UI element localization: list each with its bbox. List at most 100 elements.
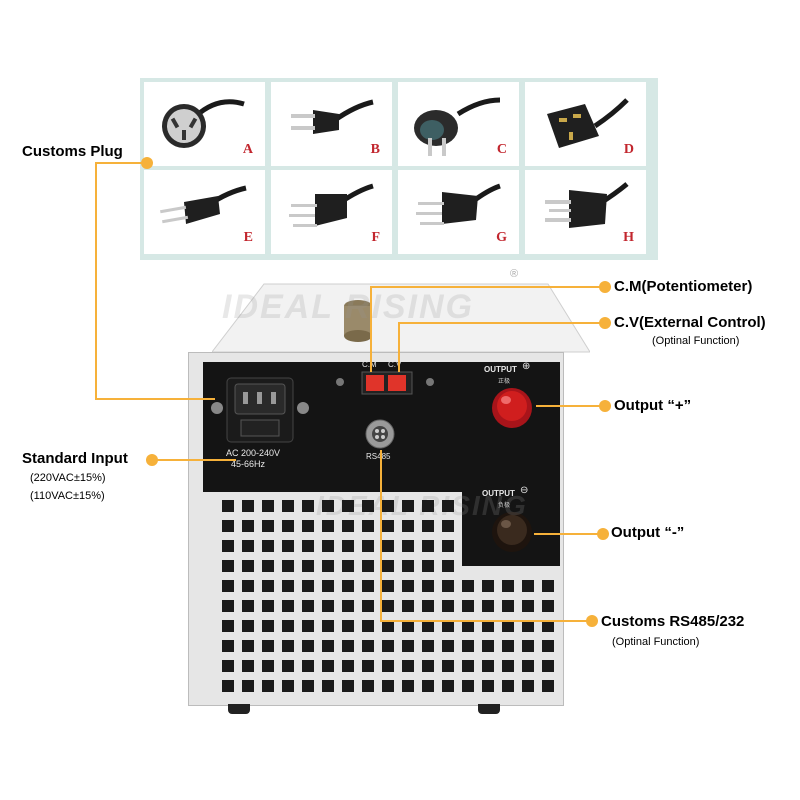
vent-hole [442, 580, 454, 592]
vent-hole [242, 580, 254, 592]
standard-input-220v: (220VAC±15%) [30, 472, 106, 484]
rs485-optional-note: (Optinal Function) [612, 636, 700, 648]
output-positive-callout: Output “+” [614, 397, 692, 414]
vent-hole [442, 620, 454, 632]
connector-line [380, 450, 382, 622]
vent-hole [322, 600, 334, 612]
customs-plug-label: Customs Plug [22, 143, 123, 160]
vent-hole [382, 500, 394, 512]
vent-hole [282, 500, 294, 512]
cm-dot [599, 281, 611, 293]
vent-hole [262, 600, 274, 612]
vent-hole [242, 520, 254, 532]
vent-hole [222, 580, 234, 592]
vent-hole [522, 580, 534, 592]
vent-hole [382, 680, 394, 692]
vent-hole [482, 600, 494, 612]
vent-hole [222, 680, 234, 692]
output-positive-knob[interactable] [484, 382, 540, 432]
plug-letter: B [370, 142, 380, 157]
vent-hole [362, 660, 374, 672]
vent-hole [422, 600, 434, 612]
minus-icon: ⊖ [520, 485, 529, 496]
connector-line [95, 162, 143, 164]
vent-hole [322, 500, 334, 512]
vent-hole [402, 520, 414, 532]
ac-voltage-label: AC 200-240V [226, 448, 281, 458]
vent-hole [382, 540, 394, 552]
rs485-dot [586, 615, 598, 627]
vent-hole [342, 640, 354, 652]
vent-hole [442, 560, 454, 572]
plug-letter: H [623, 230, 634, 245]
vent-hole [482, 660, 494, 672]
vent-hole [462, 620, 474, 632]
vent-hole [262, 680, 274, 692]
vent-hole [462, 680, 474, 692]
vent-hole [502, 620, 514, 632]
plug-a-icon [162, 99, 245, 148]
vent-hole [242, 500, 254, 512]
vent-hole [542, 680, 554, 692]
connector-line [95, 398, 215, 400]
vent-hole [482, 640, 494, 652]
vent-hole [262, 660, 274, 672]
vent-hole [262, 580, 274, 592]
vent-hole [322, 580, 334, 592]
vent-hole [542, 640, 554, 652]
vent-hole [402, 680, 414, 692]
rs485-connector[interactable] [364, 418, 396, 450]
connector-line [95, 162, 97, 400]
vent-hole [422, 560, 434, 572]
vent-hole [342, 500, 354, 512]
output-positive-sublabel: 正极 [498, 379, 511, 385]
vent-hole [522, 620, 534, 632]
vent-hole [222, 560, 234, 572]
plug-letter: F [371, 230, 380, 245]
output-negative-dot [597, 528, 609, 540]
vent-hole [402, 600, 414, 612]
plug-letter: A [242, 142, 253, 157]
vent-hole [362, 640, 374, 652]
plug-d-icon [547, 98, 629, 148]
ac-inlet-socket[interactable] [205, 372, 315, 448]
vent-hole [222, 540, 234, 552]
vent-hole [322, 520, 334, 532]
vent-hole [482, 620, 494, 632]
vent-hole [382, 620, 394, 632]
vent-hole [422, 520, 434, 532]
vent-hole [382, 600, 394, 612]
connector-line [380, 620, 590, 622]
vent-hole [222, 600, 234, 612]
vent-hole [342, 680, 354, 692]
plug-letter: E [243, 230, 253, 245]
vent-hole [382, 560, 394, 572]
vent-grille [222, 500, 554, 692]
vent-hole [222, 620, 234, 632]
customs-plug-dot [141, 157, 153, 169]
vent-hole [342, 620, 354, 632]
vent-hole [282, 600, 294, 612]
vent-hole [442, 600, 454, 612]
vent-hole [502, 600, 514, 612]
output-negative-knob[interactable] [484, 506, 540, 558]
vent-hole [402, 640, 414, 652]
vent-hole [362, 620, 374, 632]
device-foot-right [478, 704, 500, 714]
vent-hole [342, 540, 354, 552]
vent-hole [422, 640, 434, 652]
vent-hole [242, 540, 254, 552]
vent-hole [402, 620, 414, 632]
vent-hole [342, 580, 354, 592]
plug-option-d: D [525, 82, 646, 166]
output-negative-sublabel: 负极 [498, 503, 511, 509]
vent-hole [442, 500, 454, 512]
plug-letter: C [496, 142, 507, 157]
rs485-callout: Customs RS485/232 [601, 613, 745, 630]
plug-option-h: H [525, 170, 646, 254]
connector-line [534, 533, 600, 535]
vent-hole [502, 680, 514, 692]
vent-hole [362, 560, 374, 572]
vent-hole [322, 680, 334, 692]
vent-hole [422, 660, 434, 672]
